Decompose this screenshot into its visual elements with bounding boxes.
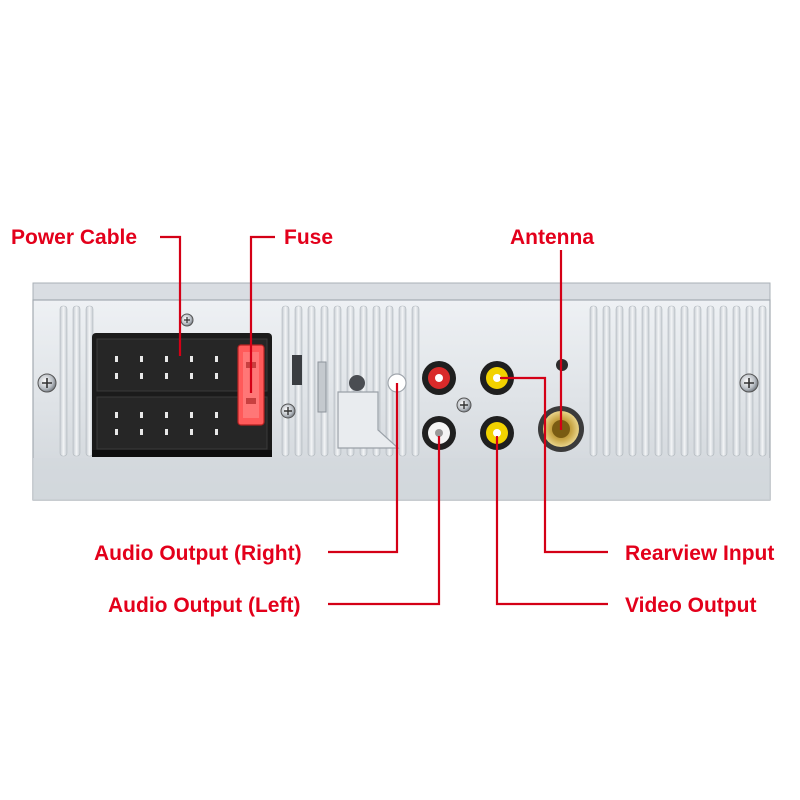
leader-video <box>495 436 608 606</box>
connector-pin <box>115 429 118 435</box>
connector-pin <box>140 412 143 418</box>
connector-pin <box>165 429 168 435</box>
connector-pin <box>215 429 218 435</box>
connector-pin <box>165 373 168 379</box>
leader-audio-right <box>328 383 399 554</box>
mounting-bracket <box>337 375 400 449</box>
rca-jack-icon <box>480 361 514 395</box>
cooling-fin <box>307 305 316 457</box>
connector-pin <box>140 373 143 379</box>
label-fuse: Fuse <box>284 226 333 249</box>
cooling-fin <box>72 305 81 457</box>
leader-lines <box>160 235 608 606</box>
screw-icon <box>37 373 57 393</box>
connector-pin <box>165 412 168 418</box>
cooling-fin <box>732 305 741 457</box>
rca-jack-icon <box>480 416 514 450</box>
connector-pin <box>165 356 168 362</box>
cooling-fin <box>85 305 94 457</box>
cooling-fin <box>281 305 290 457</box>
leader-audio-left <box>328 436 441 606</box>
connector-pin <box>215 412 218 418</box>
cooling-fin <box>589 305 598 457</box>
label-video-output: Video Output <box>625 594 756 617</box>
cooling-fin <box>758 305 767 457</box>
connector-pin <box>115 356 118 362</box>
connector-pin <box>190 429 193 435</box>
connector-pin <box>215 356 218 362</box>
cooling-fin <box>667 305 676 457</box>
cooling-fin <box>719 305 728 457</box>
leader-fuse <box>249 235 275 393</box>
label-power-cable: Power Cable <box>11 226 137 249</box>
label-audio-output-left: Audio Output (Left) <box>108 594 300 617</box>
connector-pin <box>140 356 143 362</box>
connector-pin <box>215 373 218 379</box>
leader-power-cable <box>160 235 182 356</box>
connector-pin <box>190 356 193 362</box>
cooling-fin <box>641 305 650 457</box>
cooling-fin <box>628 305 637 457</box>
connector-pin <box>115 412 118 418</box>
screw-icon <box>280 403 296 419</box>
cooling-fin <box>706 305 715 457</box>
vent-slot <box>317 361 327 413</box>
connector-pin <box>140 429 143 435</box>
connector-pin <box>115 373 118 379</box>
label-audio-output-right: Audio Output (Right) <box>94 542 302 565</box>
cooling-fin <box>615 305 624 457</box>
cooling-fin <box>680 305 689 457</box>
screw-icon <box>456 397 472 413</box>
cooling-fin <box>693 305 702 457</box>
screw-icon <box>739 373 759 393</box>
cooling-fin <box>59 305 68 457</box>
connector-pin <box>190 412 193 418</box>
cooling-fin <box>602 305 611 457</box>
label-antenna: Antenna <box>510 226 594 249</box>
vent-slot <box>292 355 302 385</box>
rca-jack-icon <box>422 416 456 450</box>
cooling-fin <box>654 305 663 457</box>
connector-pin <box>190 373 193 379</box>
screw-icon <box>180 313 194 327</box>
rca-jack-icon <box>422 361 456 395</box>
leader-rearview <box>500 376 608 554</box>
cooling-fin <box>411 305 420 457</box>
label-rearview-input: Rearview Input <box>625 542 774 565</box>
